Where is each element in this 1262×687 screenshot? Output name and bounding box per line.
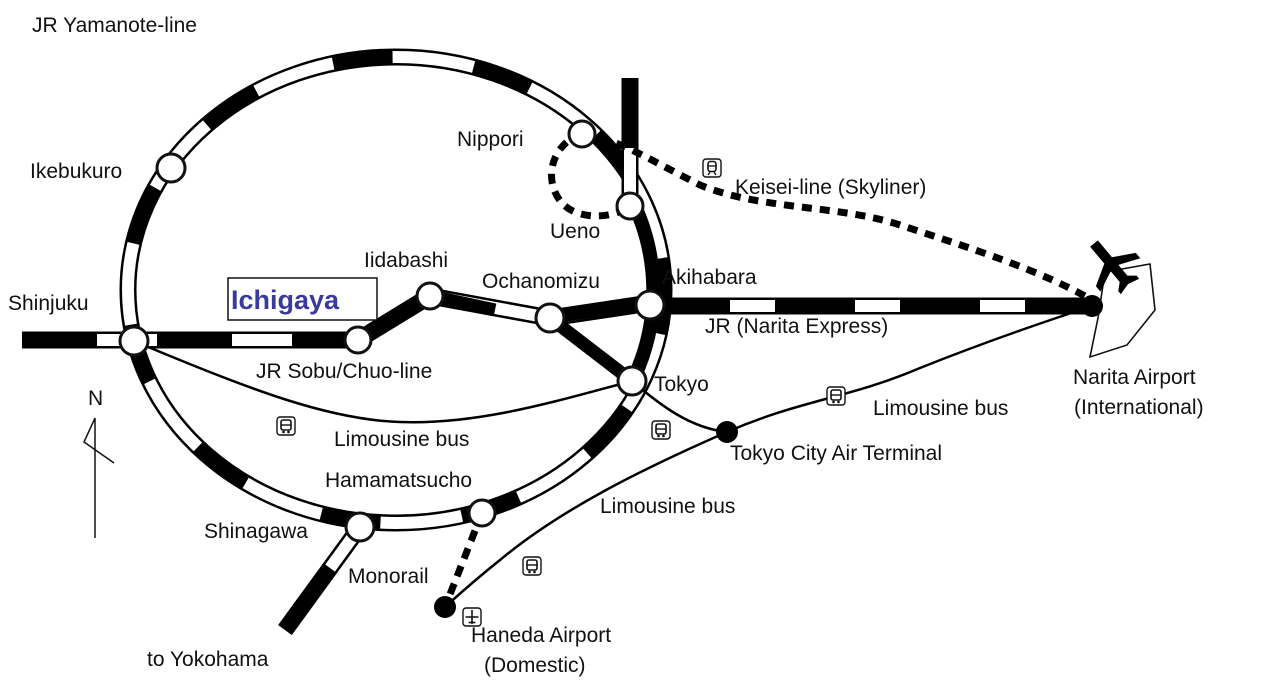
label-tokyo: Tokyo — [654, 373, 709, 396]
label-sobu-chuo-line: JR Sobu/Chuo-line — [256, 360, 432, 383]
bus-icon — [522, 556, 542, 576]
label-bus-right: Limousine bus — [873, 397, 1008, 420]
station-nippori — [567, 119, 597, 149]
terminal-tcat — [716, 421, 738, 443]
station-ikebukuro — [155, 152, 187, 184]
label-to-yokohama: to Yokohama — [147, 648, 269, 671]
map-title: JR Yamanote-line — [32, 14, 197, 37]
station-akihabara — [634, 289, 666, 321]
limousine-bus-routes — [133, 304, 1093, 608]
label-monorail: Monorail — [348, 565, 429, 588]
label-keisei-line: Keisei-line (Skyliner) — [735, 176, 926, 199]
monorail-line — [441, 511, 486, 609]
station-tokyo — [616, 365, 648, 397]
label-hamamatsucho: Hamamatsucho — [325, 469, 472, 492]
terminal-haneda — [434, 596, 456, 618]
labels: JR Yamanote-line Ikebukuro Nippori Ueno … — [8, 14, 1204, 677]
label-nippori: Nippori — [457, 128, 524, 151]
stations — [118, 119, 1103, 618]
label-ueno: Ueno — [550, 220, 600, 243]
label-ichigaya: Ichigaya — [231, 285, 340, 315]
compass-north-label: N — [88, 387, 103, 410]
label-ikebukuro: Ikebukuro — [30, 160, 122, 183]
compass: N — [83, 387, 115, 538]
yokohama-line — [278, 521, 367, 636]
keisei-line — [548, 129, 1094, 304]
narita-airport-outline — [1088, 263, 1156, 359]
label-shinagawa: Shinagawa — [204, 520, 308, 543]
station-iidabashi — [415, 281, 445, 311]
label-haneda-line2: (Domestic) — [484, 654, 586, 677]
airplane-icon — [1090, 240, 1141, 295]
terminal-narita — [1081, 295, 1103, 317]
train-icon — [702, 158, 722, 178]
station-ichigaya — [343, 325, 373, 355]
station-hamamatsucho — [467, 498, 497, 528]
label-narita-line1: Narita Airport — [1073, 366, 1196, 389]
station-shinagawa — [344, 511, 376, 543]
station-shinjuku — [118, 325, 150, 357]
label-narita-line2: (International) — [1074, 396, 1204, 419]
label-haneda-line1: Haneda Airport — [471, 624, 611, 647]
label-narita-express: JR (Narita Express) — [705, 315, 888, 338]
yamanote-line — [119, 48, 673, 532]
label-akihabara: Akihabara — [662, 266, 757, 289]
label-shinjuku: Shinjuku — [8, 292, 89, 315]
label-tcat: Tokyo City Air Terminal — [730, 442, 942, 465]
station-ueno — [615, 191, 645, 221]
label-iidabashi: Iidabashi — [364, 249, 448, 272]
bus-icon — [826, 386, 846, 406]
label-ochanomizu: Ochanomizu — [482, 270, 600, 293]
station-ochanomizu — [534, 302, 566, 334]
label-bus-lower: Limousine bus — [600, 495, 735, 518]
ichigaya-highlight-box — [227, 277, 378, 321]
label-bus-left: Limousine bus — [334, 428, 469, 451]
bus-icon — [276, 416, 296, 436]
bus-icon — [651, 420, 671, 440]
